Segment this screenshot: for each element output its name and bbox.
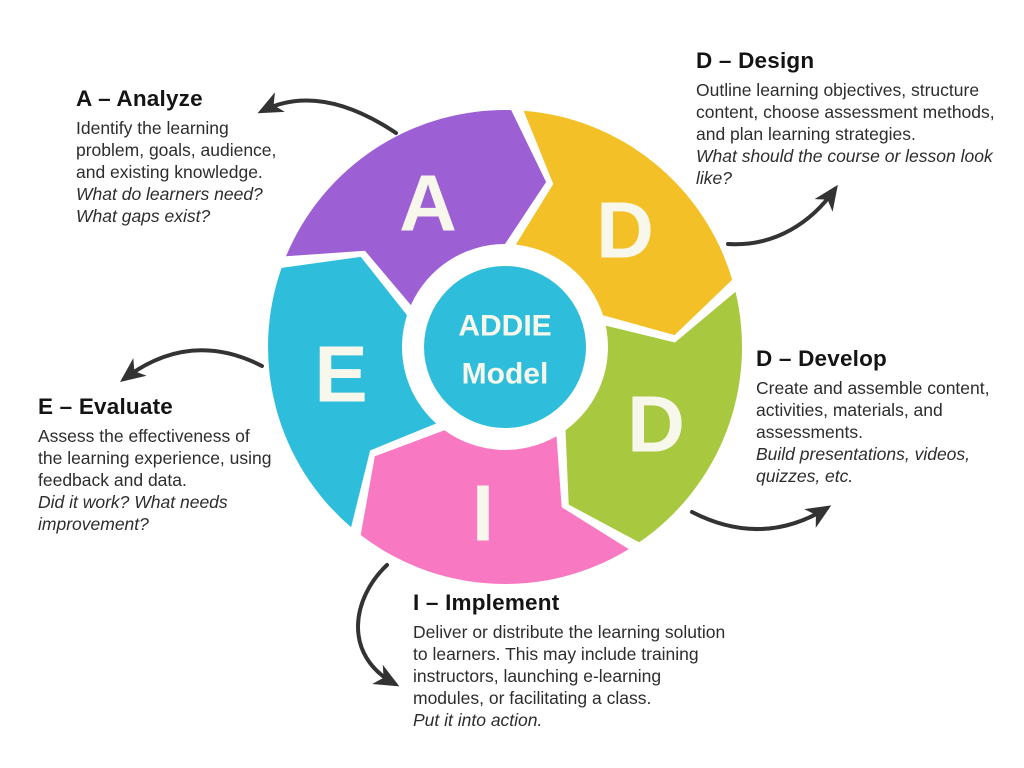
segment-evaluate bbox=[268, 256, 437, 528]
develop-title: D – Develop bbox=[756, 346, 887, 371]
evaluate-block: E – Evaluate Assess the effectiveness of… bbox=[38, 394, 276, 535]
develop-description: Create and assemble content, activities,… bbox=[756, 378, 990, 442]
design-question: What should the course or lesson look li… bbox=[696, 145, 993, 188]
segment-develop bbox=[565, 291, 743, 543]
arrow-to-develop bbox=[690, 505, 832, 532]
arrow-to-implement bbox=[356, 563, 400, 687]
implement-title: I – Implement bbox=[413, 590, 560, 615]
letter-d-develop: D bbox=[627, 380, 685, 469]
letter-a: A bbox=[399, 159, 457, 248]
develop-block: D – Develop Create and assemble content,… bbox=[756, 346, 1006, 487]
implement-description: Deliver or distribute the learning solut… bbox=[413, 622, 726, 708]
letter-d-design: D bbox=[596, 186, 654, 275]
arrow-to-analyze bbox=[257, 92, 398, 135]
design-block: D – Design Outline learning objectives, … bbox=[696, 48, 1010, 189]
evaluate-title: E – Evaluate bbox=[38, 394, 173, 419]
analyze-question: What do learners need? What gaps exist? bbox=[76, 183, 263, 226]
arrow-to-design bbox=[726, 184, 838, 247]
analyze-block: A – Analyze Identify the learning proble… bbox=[76, 86, 284, 227]
implement-question: Put it into action. bbox=[413, 709, 543, 730]
develop-question: Build presentations, videos, quizzes, et… bbox=[756, 443, 971, 486]
analyze-description: Identify the learning problem, goals, au… bbox=[76, 118, 277, 182]
letter-i: I bbox=[472, 469, 494, 558]
center-title-line1: ADDIE bbox=[458, 310, 551, 343]
evaluate-question: Did it work? What needs improvement? bbox=[38, 491, 228, 534]
design-description: Outline learning objectives, structure c… bbox=[696, 80, 995, 144]
evaluate-description: Assess the effectiveness of the learning… bbox=[38, 426, 272, 490]
segment-implement bbox=[360, 430, 629, 584]
letter-e: E bbox=[314, 330, 367, 419]
center-title-line2: Model bbox=[462, 358, 549, 391]
analyze-title: A – Analyze bbox=[76, 86, 203, 111]
segment-design bbox=[515, 110, 733, 336]
segment-analyze bbox=[286, 110, 547, 306]
design-title: D – Design bbox=[696, 48, 815, 73]
implement-block: I – Implement Deliver or distribute the … bbox=[413, 590, 731, 731]
center-circle bbox=[424, 266, 586, 428]
arrow-to-evaluate bbox=[120, 348, 264, 383]
